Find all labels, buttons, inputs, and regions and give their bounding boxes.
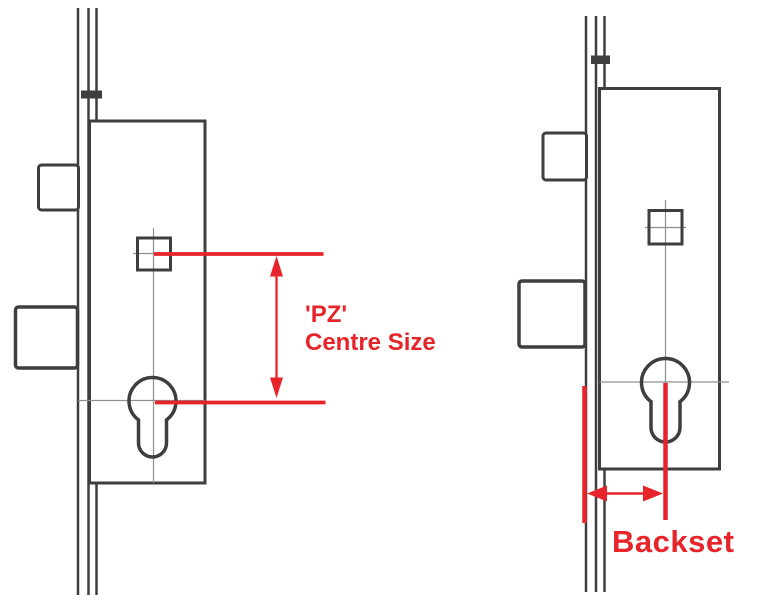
deadbolt	[517, 279, 587, 349]
lock-case	[88, 119, 207, 485]
faceplate-screw-mark	[591, 55, 610, 64]
pz-label-line1: 'PZ'	[305, 301, 348, 328]
backset-arrowhead-left-icon	[587, 485, 607, 502]
pz-label-line2: Centre Size	[305, 329, 436, 356]
backset-arrowhead-right-icon	[643, 485, 663, 502]
euro-cylinder-hole	[639, 356, 692, 444]
pz-figure	[13, 8, 326, 595]
lock-case	[598, 87, 721, 471]
backset-figure	[517, 16, 729, 592]
pz-centre-size-label: 'PZ' Centre Size	[305, 301, 436, 357]
latch-bolt	[541, 131, 588, 182]
spindle-hole	[647, 209, 684, 246]
pz-arrowhead-up-icon	[270, 256, 283, 277]
backset-label: Backset	[612, 524, 735, 559]
deadbolt	[13, 305, 80, 370]
pz-arrowhead-down-icon	[270, 377, 283, 398]
latch-bolt	[37, 163, 80, 212]
faceplate-screw-mark	[81, 90, 102, 99]
